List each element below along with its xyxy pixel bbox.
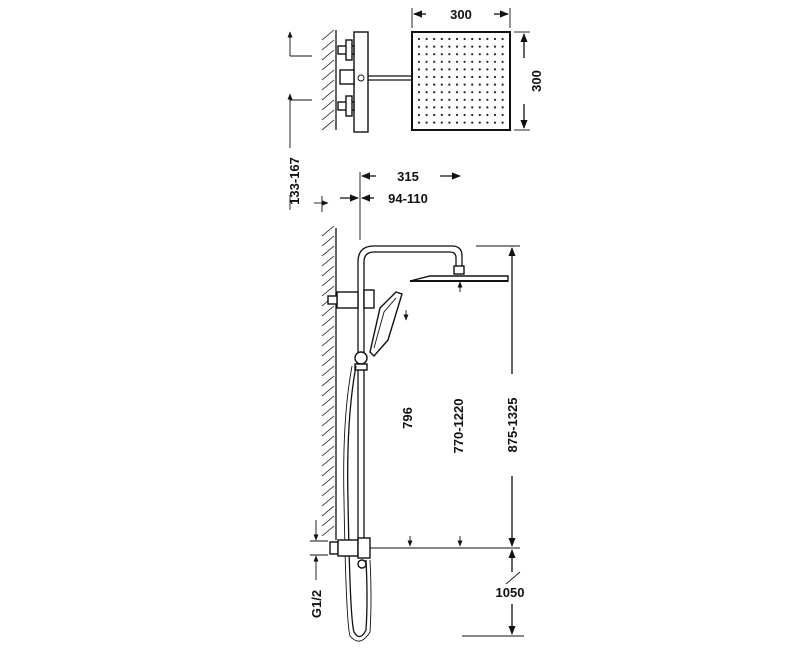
bar-length-label: 796 bbox=[400, 407, 415, 429]
dimension-head-height: 770-1220 bbox=[451, 399, 466, 454]
square-head-top bbox=[411, 31, 511, 131]
dimension-arm-projection: 315 bbox=[359, 169, 461, 240]
dimension-bar-length: 796 bbox=[400, 407, 415, 429]
side-view: 315 94-110 bbox=[309, 169, 525, 642]
dimension-head-depth: 300 bbox=[514, 31, 544, 131]
wall-hatch-side bbox=[321, 225, 337, 540]
head-width-label: 300 bbox=[450, 7, 472, 22]
dimension-valve-spacing: 133-167 bbox=[287, 31, 329, 212]
head-height-label: 770-1220 bbox=[451, 399, 466, 454]
slider bbox=[354, 351, 368, 371]
reference-lines bbox=[370, 245, 524, 637]
head-depth-label: 300 bbox=[529, 70, 544, 92]
rain-head-side bbox=[409, 275, 509, 282]
valve-spacing-label: 133-167 bbox=[287, 157, 302, 205]
dimension-total-height: 875-1325 bbox=[505, 247, 520, 547]
dimension-wall-offset: 94-110 bbox=[340, 191, 428, 206]
dimension-valve-height: 1050 bbox=[496, 549, 525, 635]
arm-projection-label: 315 bbox=[397, 169, 419, 184]
hand-shower bbox=[369, 291, 409, 358]
thread-size-label: G1/2 bbox=[309, 590, 324, 618]
wall-hatch-top bbox=[321, 29, 337, 131]
arm-pipe-top bbox=[368, 75, 412, 81]
top-view: 300 300 bbox=[321, 7, 544, 133]
dimension-head-width: 300 bbox=[411, 7, 511, 28]
thermostatic-valve-side bbox=[329, 537, 371, 569]
hose bbox=[343, 365, 372, 642]
dimension-thread: G1/2 bbox=[309, 520, 328, 618]
total-height-label: 875-1325 bbox=[505, 398, 520, 453]
valve-body-top bbox=[337, 31, 369, 133]
wall-bracket bbox=[327, 289, 375, 309]
wall-offset-label: 94-110 bbox=[388, 191, 428, 206]
valve-height-label: 1050 bbox=[496, 585, 525, 600]
